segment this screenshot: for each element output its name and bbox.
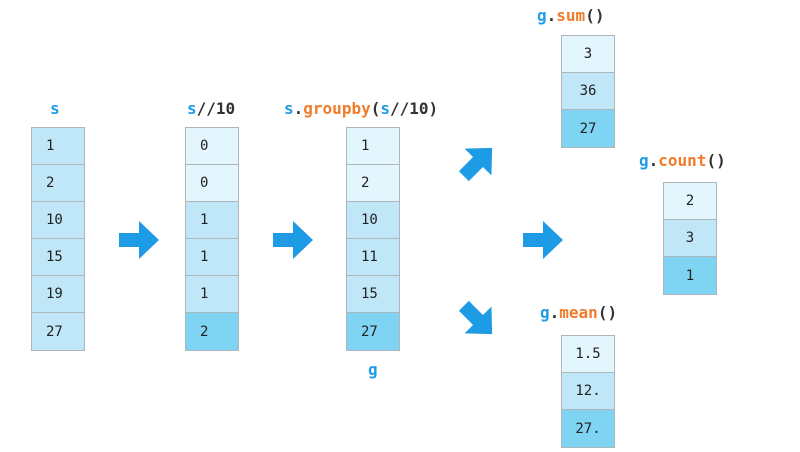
table-cell: 0	[186, 165, 238, 202]
table-cell: 1	[32, 128, 84, 165]
count-label: g.count()	[639, 151, 726, 170]
arrow-right-icon	[119, 221, 159, 259]
table-cell: 15	[32, 239, 84, 276]
sum-column: 3 36 27	[561, 35, 615, 148]
table-cell: 36	[562, 73, 614, 110]
mean-label: g.mean()	[540, 303, 618, 322]
mean-column: 1.5 12. 27.	[561, 335, 615, 448]
table-cell: 1	[186, 202, 238, 239]
table-cell: 10	[32, 202, 84, 239]
table-cell: 3	[562, 36, 614, 73]
arrow-right-icon	[273, 221, 313, 259]
table-cell: 1	[186, 239, 238, 276]
table-cell: 27.	[562, 410, 614, 447]
table-cell: 12.	[562, 373, 614, 410]
table-cell: 1	[186, 276, 238, 313]
table-cell: 27	[347, 313, 399, 350]
key-column: 0 0 1 1 1 2	[185, 127, 239, 351]
table-cell: 19	[32, 276, 84, 313]
grouped-column: 1 2 10 11 15 27	[346, 127, 400, 351]
table-cell: 2	[664, 183, 716, 220]
table-cell: 2	[186, 313, 238, 350]
table-cell: 1	[347, 128, 399, 165]
s-column: 1 2 10 15 19 27	[31, 127, 85, 351]
groupby-label: s.groupby(s//10)	[284, 99, 439, 118]
key-label: s//10	[187, 99, 236, 118]
table-cell: 11	[347, 239, 399, 276]
arrow-down-right-icon	[458, 300, 493, 335]
table-cell: 10	[347, 202, 399, 239]
table-cell: 27	[562, 110, 614, 147]
table-cell: 3	[664, 220, 716, 257]
arrow-right-icon	[523, 221, 563, 259]
table-cell: 1.5	[562, 336, 614, 373]
table-cell: 0	[186, 128, 238, 165]
table-cell: 15	[347, 276, 399, 313]
sum-label: g.sum()	[537, 6, 605, 25]
table-cell: 2	[32, 165, 84, 202]
grouped-caption: g	[368, 360, 378, 379]
s-label: s	[50, 99, 60, 118]
count-column: 2 3 1	[663, 182, 717, 295]
arrow-up-right-icon	[458, 147, 493, 182]
table-cell: 1	[664, 257, 716, 294]
table-cell: 2	[347, 165, 399, 202]
table-cell: 27	[32, 313, 84, 350]
